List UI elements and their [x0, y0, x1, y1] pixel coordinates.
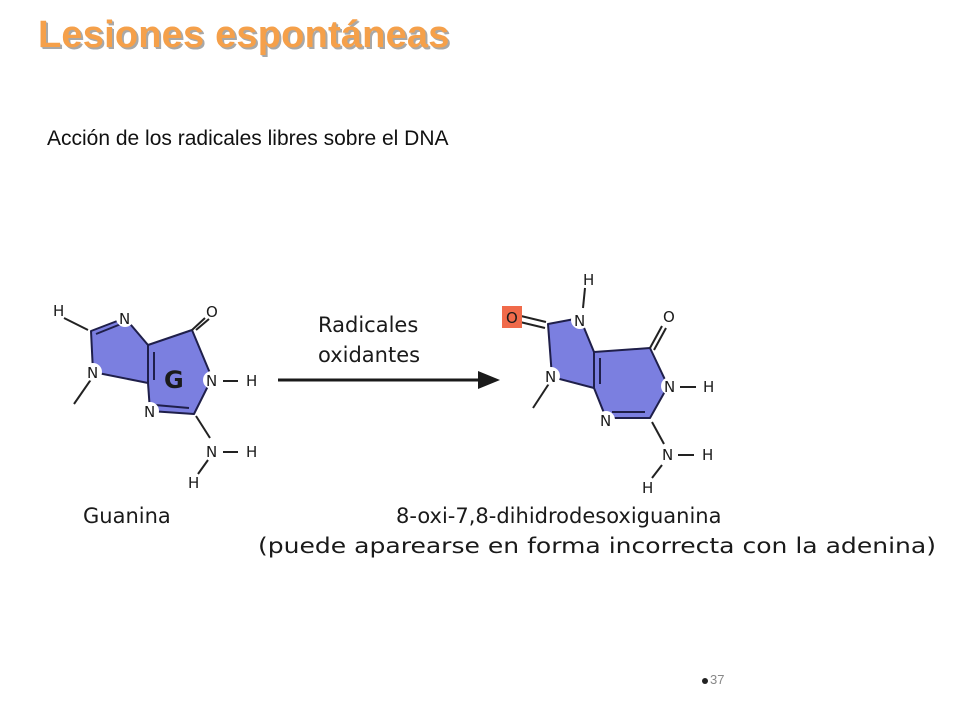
- guanine-atom-n: N: [206, 443, 217, 461]
- atom-halo: [203, 371, 221, 389]
- guanine-bond: [63, 317, 89, 331]
- guanine-atom-o: O: [206, 303, 218, 321]
- guanine-double-bond: [154, 404, 190, 409]
- oxoguanine-molecule: H O N O N N H N N H H: [502, 271, 714, 497]
- oxoguanine-atom-n: N: [600, 412, 611, 430]
- atom-halo: [661, 377, 679, 395]
- oxoguanine-atom-h: H: [642, 479, 653, 497]
- guanine-atom-h: H: [188, 474, 199, 492]
- slide-title: Lesiones espontáneas: [38, 14, 450, 56]
- atom-halo: [542, 367, 560, 385]
- slide-number-text: 37: [710, 672, 725, 687]
- guanine-atom-n: N: [119, 310, 130, 328]
- atom-halo: [597, 411, 615, 429]
- oxoguanine-bond: [582, 287, 586, 309]
- guanine-atom-h: H: [246, 443, 257, 461]
- oxoguanine-pyrimidine-ring: [593, 347, 669, 419]
- guanine-bond: [195, 415, 211, 439]
- oxoguanine-atom-h: H: [583, 271, 594, 289]
- guanine-bond: [191, 317, 206, 331]
- oxoguanine-bond: [532, 381, 551, 409]
- guanine-atom-n: N: [87, 364, 98, 382]
- guanine-bond: [73, 377, 93, 405]
- reaction-arrow: [278, 371, 500, 389]
- oxoguanine-bond: [649, 325, 663, 349]
- guanine-double-bond: [95, 323, 122, 335]
- added-oxygen-highlight: [502, 306, 522, 328]
- oxoguanine-atom-n: N: [664, 378, 675, 396]
- atom-halo: [571, 311, 589, 329]
- guanine-atom-h: H: [53, 302, 64, 320]
- product-note: (puede aparearse en forma incorrecta con…: [258, 534, 936, 558]
- guanine-molecule: H N N O N H N N H H G: [53, 302, 257, 492]
- atom-halo: [116, 309, 134, 327]
- oxoguanine-added-oxygen: O: [506, 309, 518, 327]
- guanine-atom-n: N: [144, 403, 155, 421]
- oxoguanine-atom-n: N: [545, 368, 556, 386]
- guanine-atom-n: N: [206, 372, 217, 390]
- guanine-bond: [195, 318, 210, 331]
- guanine-name: Guanina: [83, 504, 171, 528]
- oxoguanine-atom-n: N: [574, 312, 585, 330]
- arrow-label-line2: oxidantes: [318, 343, 420, 367]
- bullet-icon: [702, 677, 708, 684]
- oxoguanine-atom-o: O: [663, 308, 675, 326]
- atom-halo: [84, 363, 102, 381]
- oxoguanine-bond: [520, 315, 547, 323]
- oxoguanine-bond: [653, 327, 667, 351]
- oxoguanine-bond: [519, 321, 546, 329]
- slide-number: 37: [702, 672, 724, 687]
- oxoguanine-atom-h: H: [702, 446, 713, 464]
- guanine-bond: [197, 459, 209, 475]
- guanine-ring-letter: G: [164, 366, 184, 394]
- oxoguanine-bond: [651, 464, 663, 479]
- product-name: 8-oxi-7,8-dihidrodesoxiguanina: [396, 504, 722, 528]
- oxoguanine-bond: [651, 421, 665, 445]
- atom-halo: [141, 402, 159, 420]
- oxoguanine-atom-n: N: [662, 446, 673, 464]
- guanine-atom-h: H: [246, 372, 257, 390]
- arrow-label-line1: Radicales: [318, 313, 418, 337]
- slide-subtitle: Acción de los radicales libres sobre el …: [47, 127, 449, 150]
- oxoguanine-atom-h: H: [703, 378, 714, 396]
